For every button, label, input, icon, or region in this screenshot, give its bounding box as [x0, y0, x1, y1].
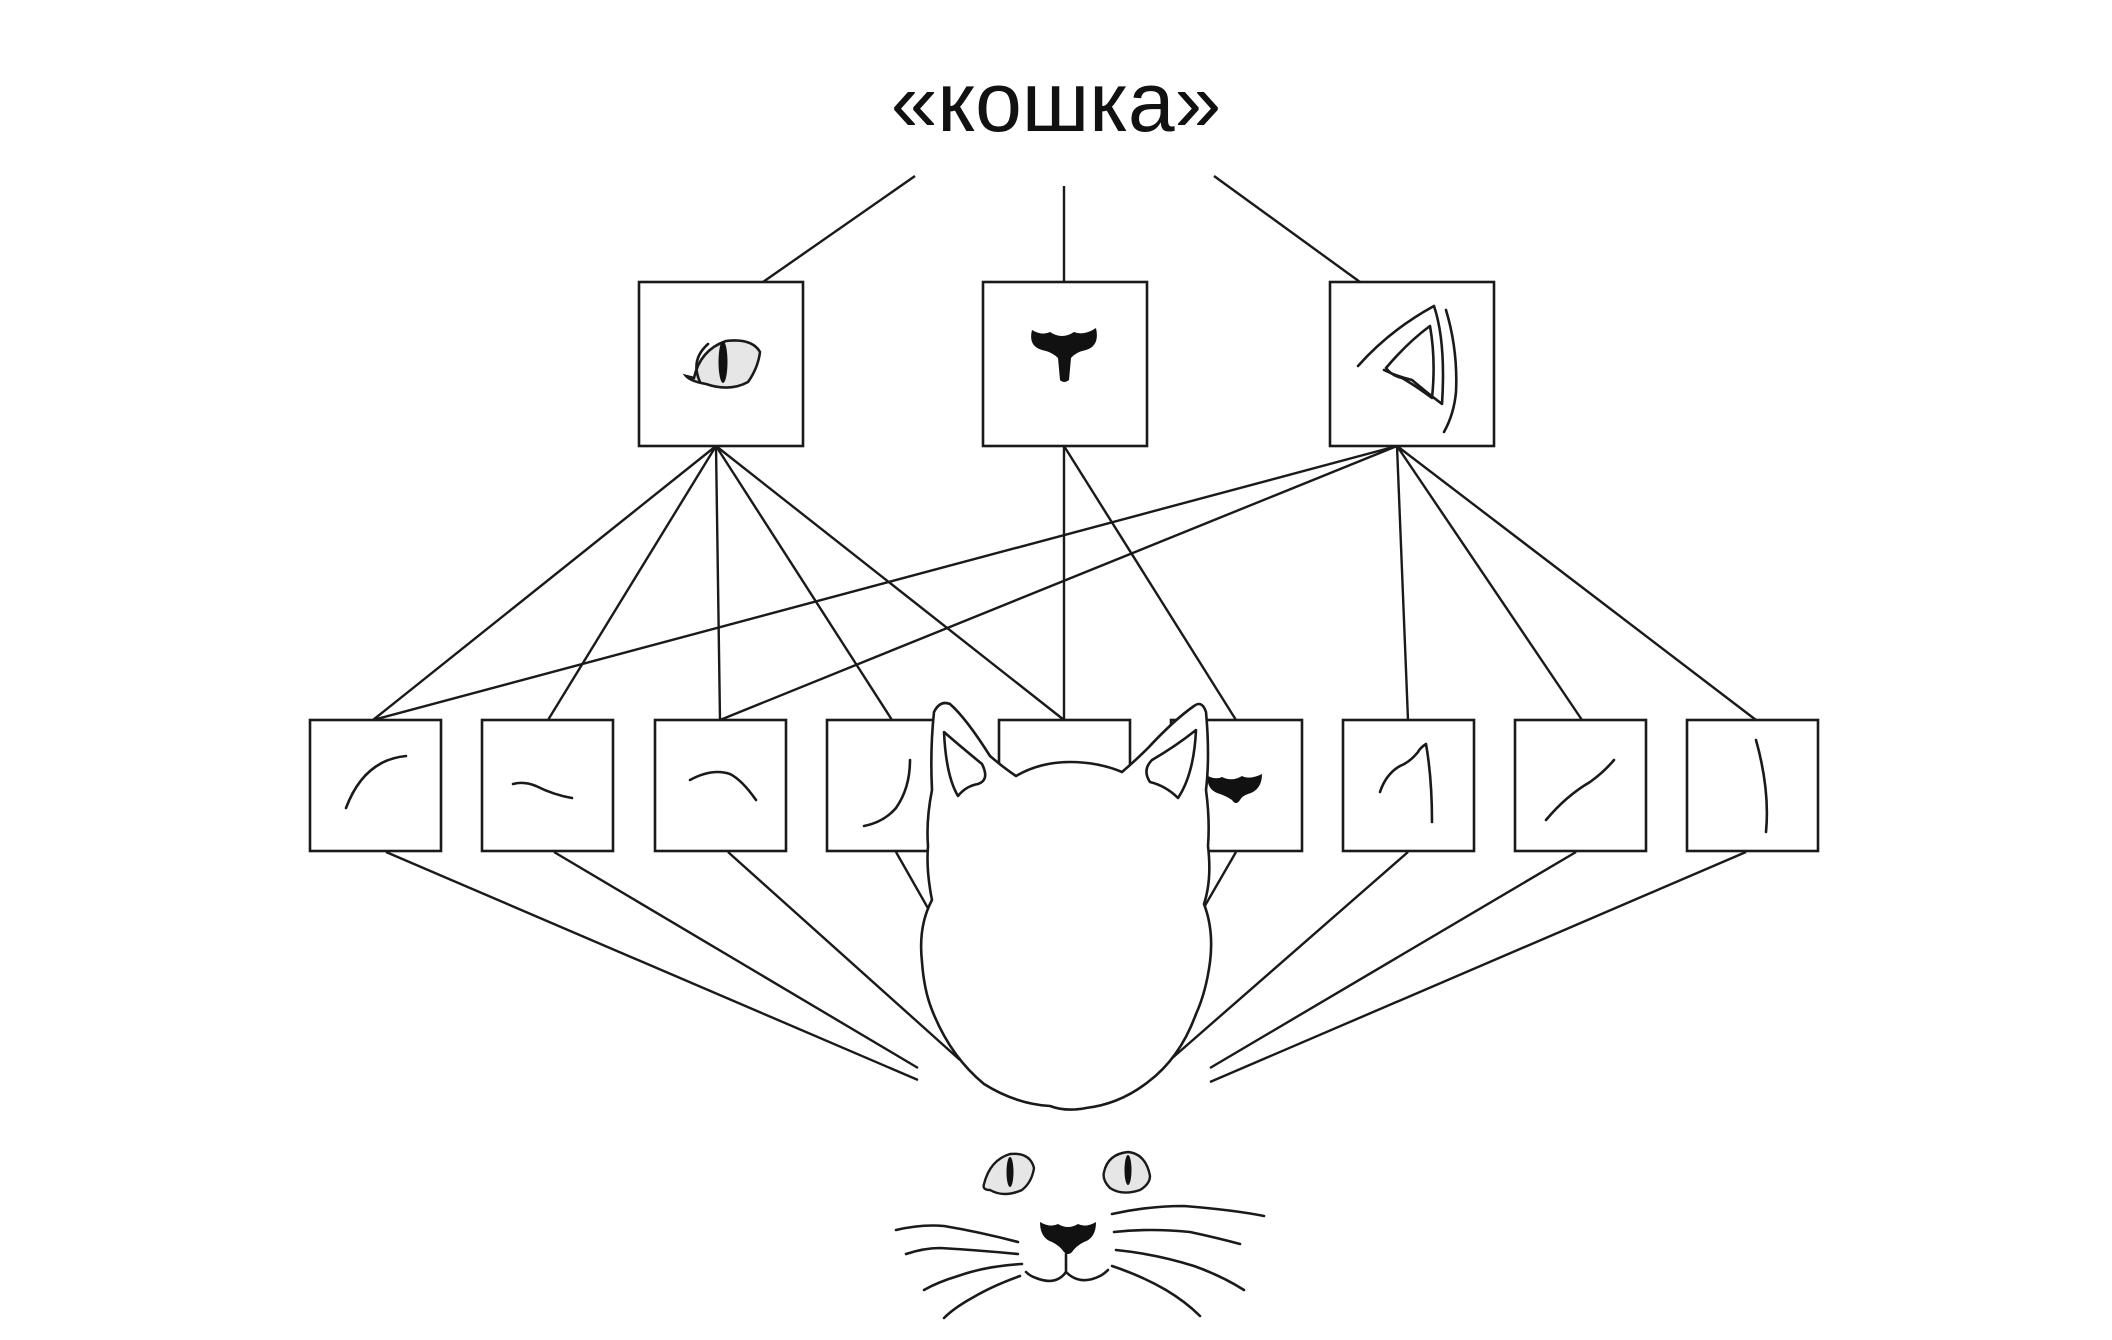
- low-level-box-2: [480, 718, 615, 853]
- curve-hook-icon: [862, 758, 912, 828]
- low-to-input-connections: [385, 850, 1747, 1084]
- high-to-low-connections: [372, 444, 1757, 722]
- cat-ear-icon: [1356, 304, 1458, 434]
- ear-outline-icon: [1378, 742, 1434, 824]
- title-connections: [762, 175, 1361, 283]
- curve-wave-icon: [511, 781, 574, 800]
- vertical-curve-icon: [1754, 738, 1769, 834]
- low-level-box-3: [653, 718, 788, 853]
- cat-face-icon: [894, 701, 1266, 1320]
- curve-arc-down-icon: [688, 770, 758, 802]
- high-level-ear-box: [1328, 280, 1496, 448]
- diagram-title: «кошка»: [890, 55, 1222, 149]
- cat-nose-icon: [1031, 328, 1097, 382]
- low-level-box-1: [308, 718, 443, 853]
- low-level-box-7: [1341, 718, 1476, 853]
- nose-shape-icon: [1207, 774, 1262, 803]
- low-level-box-8: [1513, 718, 1648, 853]
- low-level-box-9: [1685, 718, 1820, 853]
- high-level-nose-box: [981, 280, 1149, 448]
- cat-eye-icon: [682, 339, 762, 389]
- high-level-eye-box: [637, 280, 805, 448]
- curve-arc-up-icon: [344, 754, 408, 810]
- diagonal-stroke-icon: [1544, 758, 1616, 822]
